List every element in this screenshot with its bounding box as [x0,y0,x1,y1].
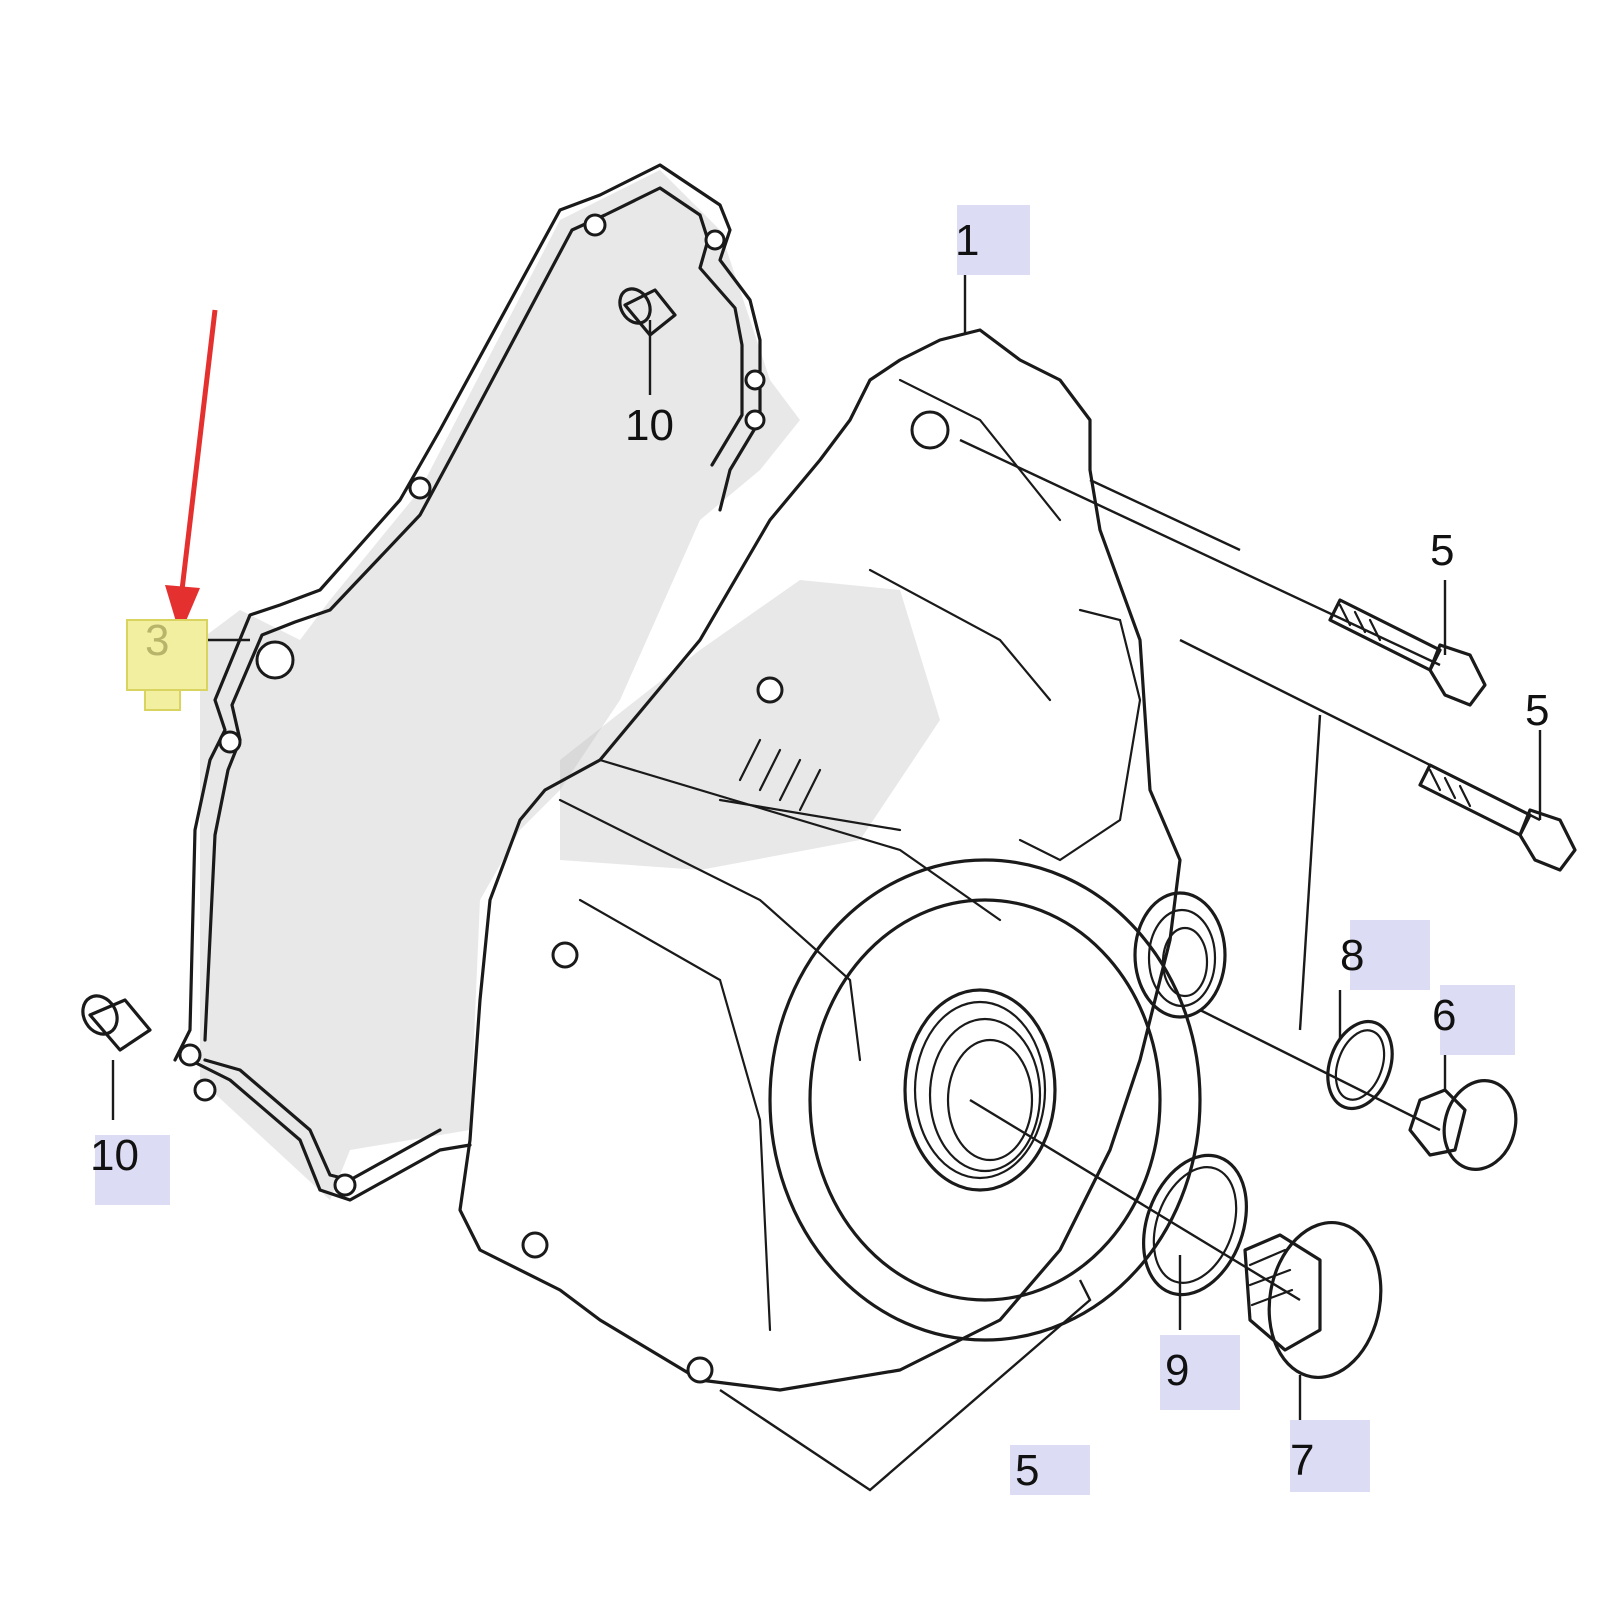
callout-5c-bg [1010,1445,1090,1495]
leader-lines [111,265,1542,1492]
o-ring-large [1142,1153,1248,1297]
callout-7: 7 [1290,1436,1314,1485]
callout-10b-bg [95,1135,170,1205]
callout-3-highlight-tab [144,689,181,711]
callout-8-bg [1350,920,1430,990]
crankcase-cover [458,328,1202,1392]
callout-3: 3 [145,616,169,665]
crank-seal [903,988,1057,1192]
callout-6-bg [1440,985,1515,1055]
gasket [173,163,800,1202]
callout-5-right: 5 [1525,686,1549,735]
callout-6: 6 [1432,991,1456,1040]
callout-9-bg [1160,1335,1240,1410]
callout-7-bg [1290,1420,1370,1492]
o-ring-small [1326,1019,1394,1111]
callout-9: 9 [1165,1346,1189,1395]
bolt-upper [1328,598,1487,707]
callout-5-upper: 5 [1430,526,1454,575]
plug-large [1243,1220,1383,1380]
callout-8: 8 [1340,931,1364,980]
callout-1-bg [957,205,1030,275]
bolt-lower [1418,763,1577,872]
indicator-arrow [165,309,218,635]
small-seal [1133,891,1227,1019]
callout-10-lower: 10 [90,1131,139,1180]
callout-1: 1 [955,216,979,265]
dowel-pin-upper [618,287,677,337]
dowel-pin-lower [81,994,152,1052]
callout-3-highlight [126,619,208,691]
callout-5-bottom: 5 [1015,1446,1039,1495]
callout-10-upper: 10 [625,401,674,450]
